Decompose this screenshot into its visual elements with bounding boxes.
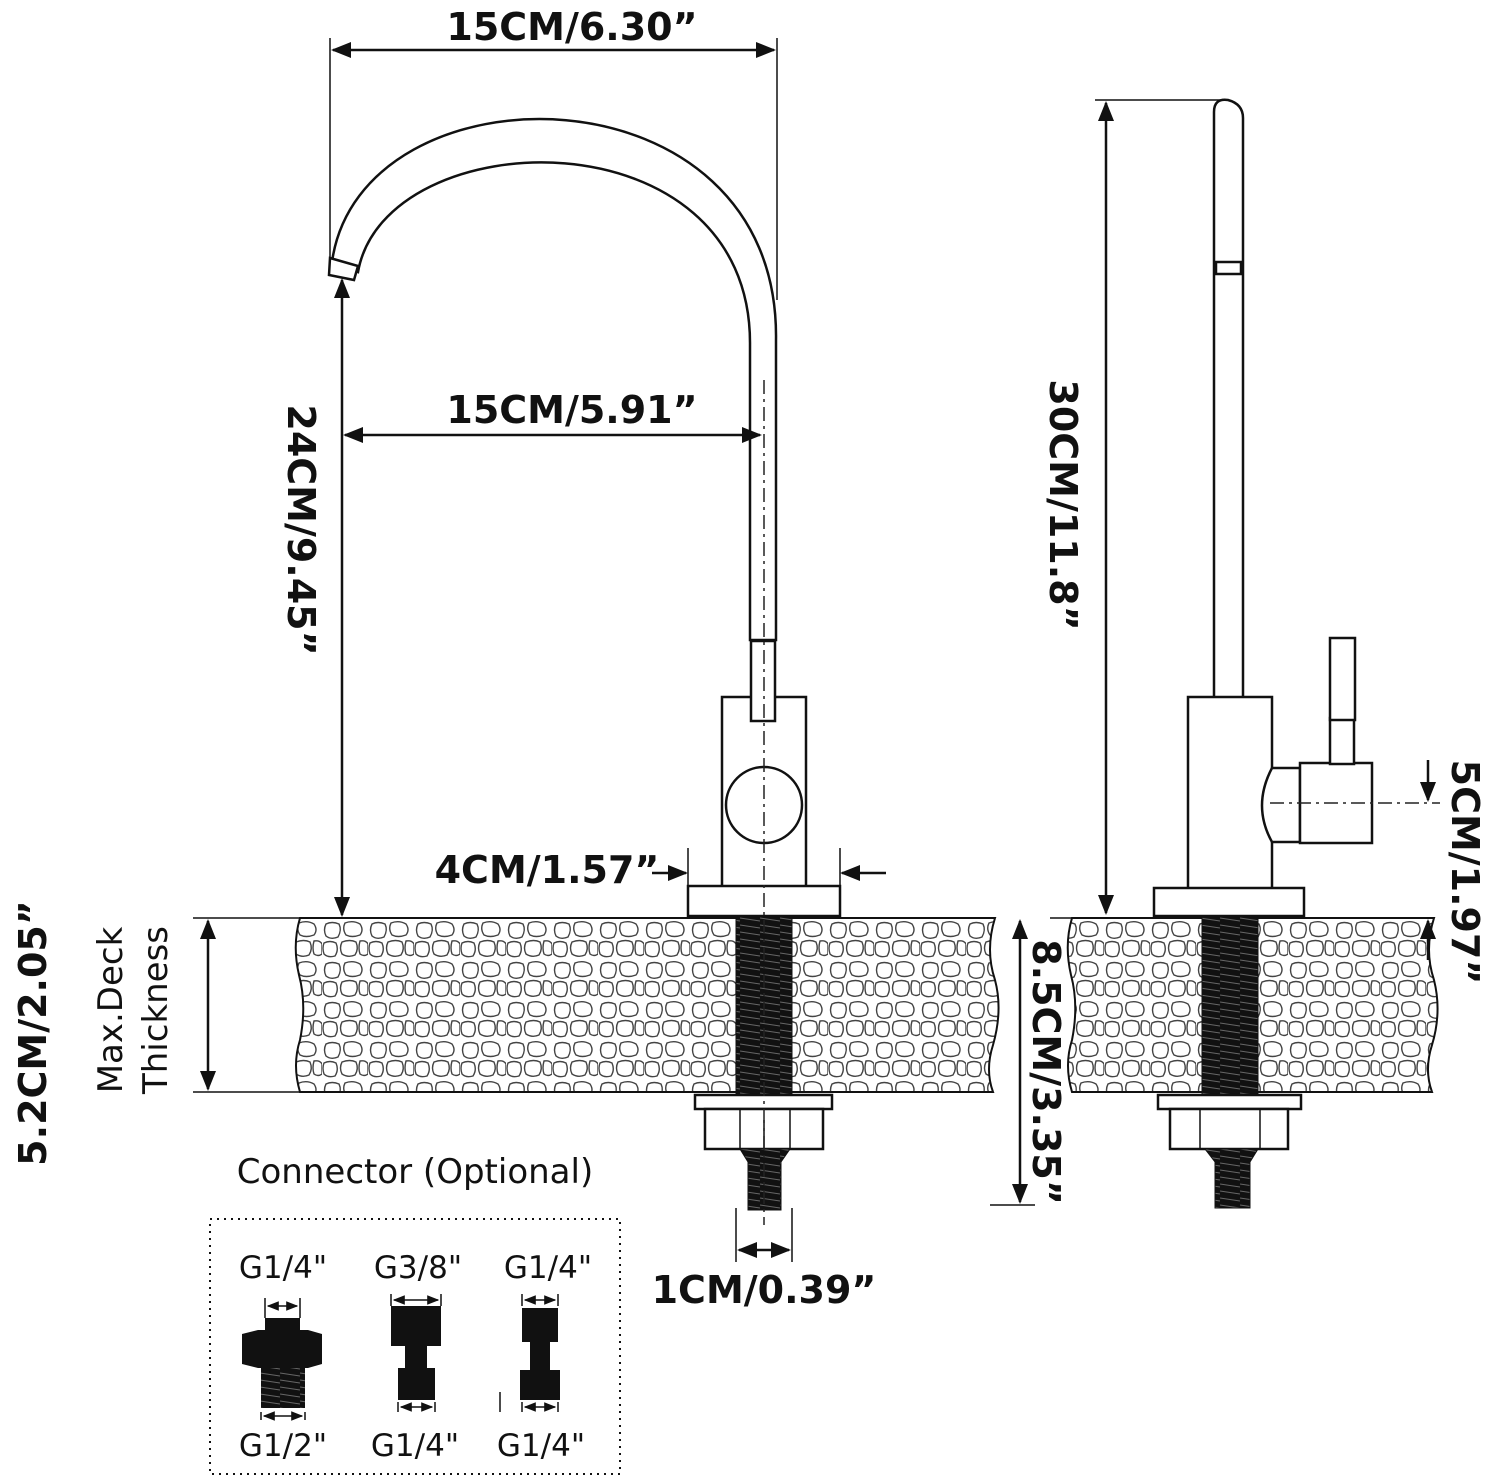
dim-shank-length: 8.5CM/3.35” [1024,939,1068,1205]
thickness-label: Thickness [136,926,176,1095]
dim-spout-reach-top: 15CM/6.30” [446,5,697,49]
handle-lever-side [1328,636,1357,722]
spout-collar-front [749,639,777,723]
dim-total-height: 30CM/11.8” [1041,379,1085,630]
connector-2-fitting [390,1294,442,1412]
faucet-body-side [1186,695,1274,891]
connector-title: Connector (Optional) [237,1152,593,1192]
hose-connector-side [1203,1148,1259,1209]
hose-connector-front [739,1148,791,1211]
base-plate-side [1152,886,1306,918]
max-deck-label: Max.Deck [91,926,131,1093]
dim-shank-diameter: 1CM/0.39” [652,1268,877,1312]
connector-1-fitting [242,1298,322,1421]
side-view [1050,98,1440,1209]
connector-1-bottom: G1/2" [239,1428,327,1464]
connector-panel: Connector (Optional) G1/4" G1/2" G3/8" G… [209,1152,621,1475]
front-view [193,117,1000,1225]
dim-base-diameter: 4CM/1.57” [435,848,660,892]
connector-2-top: G3/8" [374,1250,462,1286]
dim-spout-height: 24CM/9.45” [279,404,323,655]
connector-3-bottom: G1/4" [497,1428,585,1464]
threaded-shank-side [1201,915,1259,1099]
spout-side [1212,98,1245,700]
dim-max-deck-value: 5.2CM/2.05” [11,900,55,1166]
spout-tip-front [327,256,360,282]
spout-front [330,117,778,642]
connector-3-fitting [499,1294,560,1412]
spout-outlet-side [1214,260,1243,276]
connector-frame [209,1218,621,1475]
lock-nut-side [1168,1107,1290,1151]
countertop-front [294,917,1000,1093]
connector-1-top: G1/4" [239,1250,327,1286]
connector-2-bottom: G1/4" [371,1428,459,1464]
dimension-lines [200,38,1436,1262]
dim-spout-reach-inner: 15CM/5.91” [446,388,697,432]
lock-washer-side [1156,1093,1303,1111]
connector-3-top: G1/4" [504,1250,592,1286]
handle-stem-side [1328,716,1356,766]
handle-joint-side [1260,766,1302,844]
dim-handle-height: 5CM/1.97” [1443,760,1487,985]
